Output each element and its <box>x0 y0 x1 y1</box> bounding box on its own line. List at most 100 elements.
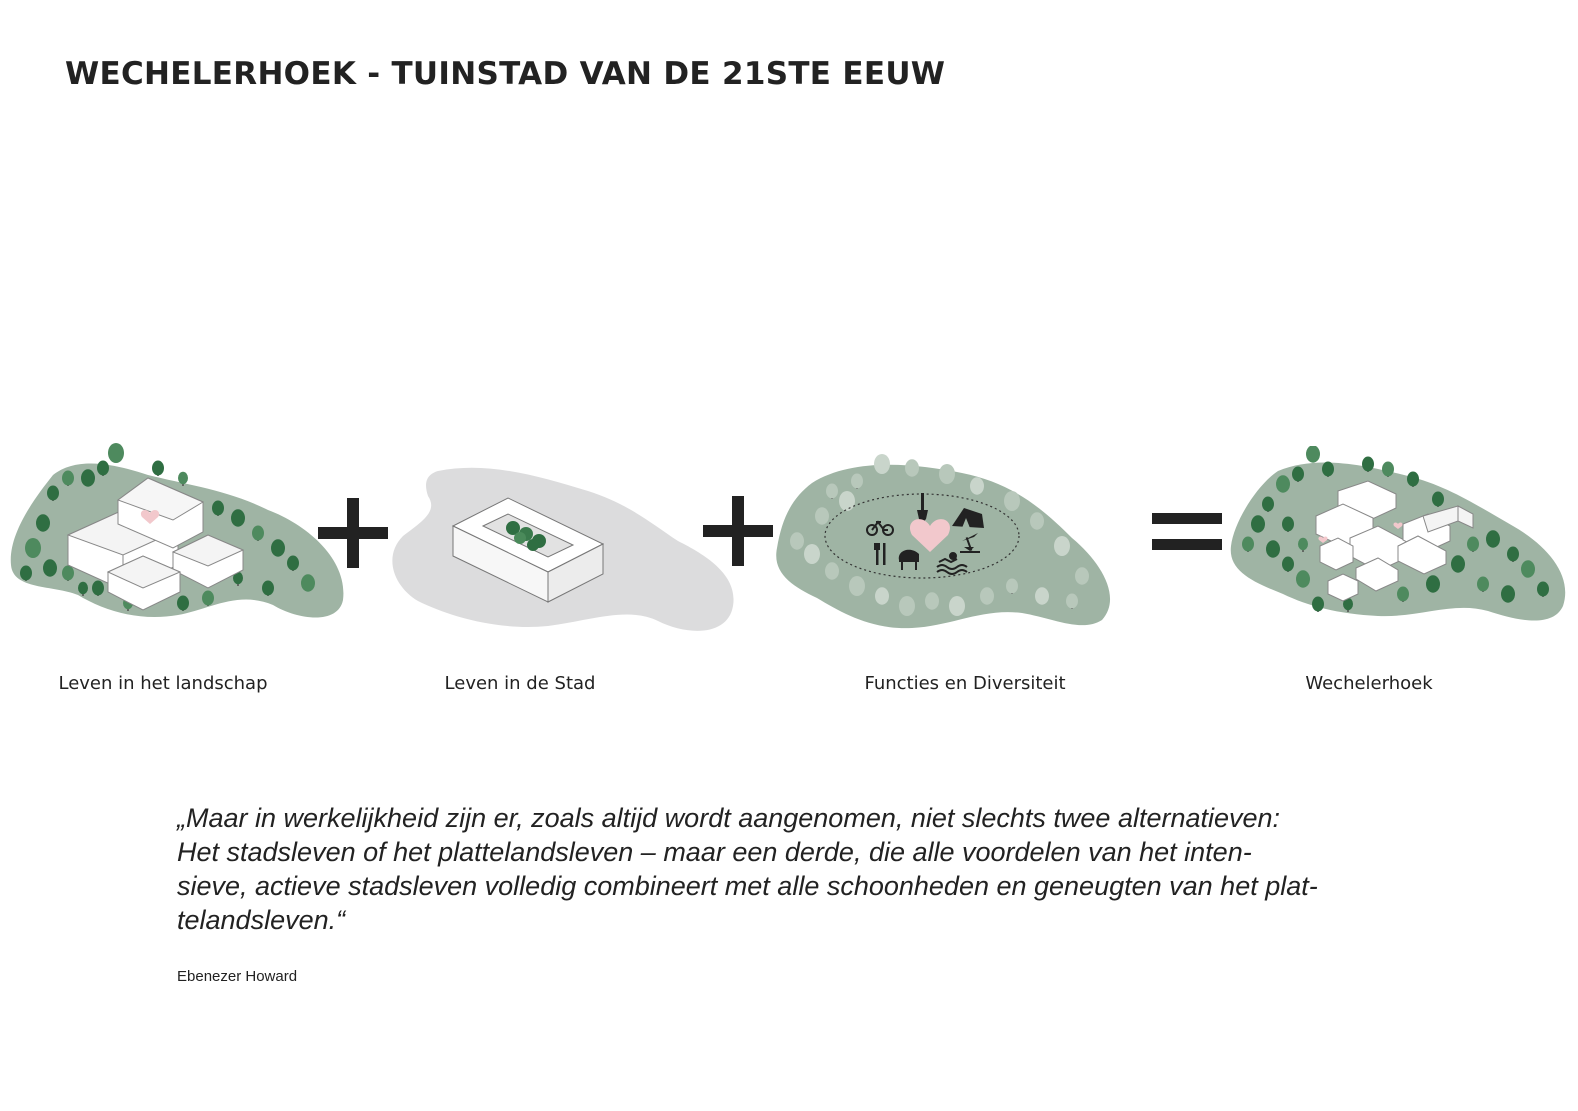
quote-author: Ebenezer Howard <box>177 968 298 985</box>
tree-icon <box>1537 581 1549 597</box>
panel-functions-diversity <box>772 448 1117 633</box>
tree-icon <box>851 473 863 489</box>
panel-city-living <box>388 466 738 636</box>
tree-icon <box>1467 536 1479 552</box>
house-bottom <box>106 555 182 611</box>
caption-landscape: Leven in het landschap <box>58 673 268 694</box>
tree-icon <box>1292 466 1304 482</box>
tree-icon <box>1426 575 1440 593</box>
tree-icon <box>47 485 59 501</box>
tree-icon <box>1521 560 1535 578</box>
tree-icon <box>790 532 804 550</box>
tree-icon <box>1507 546 1519 562</box>
tree-icon <box>1312 596 1324 612</box>
tree-icon <box>1262 496 1274 512</box>
caption-wechelerhoek: Wechelerhoek <box>1305 673 1433 694</box>
tree-icon <box>1486 530 1500 548</box>
tree-icon <box>212 500 224 516</box>
courtyard-block <box>451 497 605 603</box>
tent-icon <box>952 508 984 528</box>
tree-icon <box>1322 461 1334 477</box>
tree-icon <box>970 477 984 495</box>
tree-icon <box>825 562 839 580</box>
tree-icon <box>1382 461 1394 477</box>
tree-icon <box>925 592 939 610</box>
tree-icon <box>1030 512 1044 530</box>
tree-icon <box>905 459 919 477</box>
tree-icon <box>815 507 829 525</box>
tree-icon <box>81 469 95 487</box>
tree-icon <box>1004 491 1020 511</box>
tree-icon <box>271 539 285 557</box>
tree-icon <box>301 574 315 592</box>
trees-light-group <box>790 454 1089 616</box>
bicycle-icon <box>866 520 894 536</box>
tree-icon <box>178 471 188 486</box>
heart-icon <box>1318 536 1328 543</box>
tree-icon <box>78 581 88 596</box>
tree-icon <box>875 587 889 605</box>
quote-line: telandsleven.“ <box>177 905 346 935</box>
tree-icon <box>939 464 955 484</box>
tree-icon <box>1306 446 1320 463</box>
tree-icon <box>899 596 915 616</box>
tree-icon <box>1501 585 1515 603</box>
tree-icon <box>62 470 74 486</box>
heart-icon <box>140 510 160 524</box>
tree-icon <box>1296 570 1310 588</box>
swimming-icon <box>936 552 968 575</box>
house-right <box>171 534 245 589</box>
tree-icon <box>1054 536 1070 556</box>
tree-icon <box>1298 537 1308 552</box>
tree-icon <box>1432 491 1444 507</box>
tree-icon <box>874 454 890 474</box>
tree-icon <box>262 580 274 596</box>
quote-line: Het stadsleven of het plattelandsleven –… <box>177 837 1252 867</box>
panel-landscape-living <box>8 440 353 630</box>
tree-icon <box>1035 587 1049 605</box>
heart-icon <box>1393 522 1403 529</box>
tree-icon <box>1251 515 1265 533</box>
tree-icon <box>152 460 164 476</box>
trees-group <box>20 443 315 611</box>
piano-icon <box>898 549 919 570</box>
tree-icon <box>839 491 855 511</box>
tree-icon <box>252 525 264 541</box>
tree-icon <box>1451 555 1465 573</box>
tree-icon <box>20 565 32 581</box>
beach-umbrella-icon <box>960 533 980 553</box>
tree-icon <box>202 590 214 606</box>
tree-icon <box>97 460 109 476</box>
tree-icon <box>949 596 965 616</box>
tree-icon <box>1075 567 1089 585</box>
tree-icon <box>92 580 104 596</box>
tree-icon <box>1276 475 1290 493</box>
panel-wechelerhoek <box>1228 446 1570 628</box>
tree-icon <box>826 483 838 499</box>
caption-city: Leven in de Stad <box>444 673 596 694</box>
tree-icon <box>1477 576 1489 592</box>
tree-icon <box>231 509 245 527</box>
tree-icon <box>1266 540 1280 558</box>
tree-icon <box>804 544 820 564</box>
tree-icon <box>1006 578 1018 594</box>
equals-operator <box>1152 513 1222 556</box>
tree-icon <box>1066 593 1078 609</box>
tree-icon <box>233 571 243 586</box>
tree-icon <box>25 538 41 558</box>
tree-icon <box>43 559 57 577</box>
courtyard-trees <box>506 521 546 551</box>
heart-icon <box>909 519 951 552</box>
cutlery-icon <box>874 543 886 565</box>
plus-operator-2 <box>703 496 773 571</box>
tree-icon <box>287 555 299 571</box>
tree-icon <box>62 565 74 581</box>
tree-icon <box>1397 586 1409 602</box>
trees-group <box>1242 446 1549 612</box>
house-roof-heart <box>116 477 205 549</box>
tree-icon <box>1242 536 1254 552</box>
tree-icon <box>980 587 994 605</box>
tree-icon <box>108 443 124 463</box>
plus-operator-1 <box>318 498 388 573</box>
functions-ring <box>824 493 1020 579</box>
